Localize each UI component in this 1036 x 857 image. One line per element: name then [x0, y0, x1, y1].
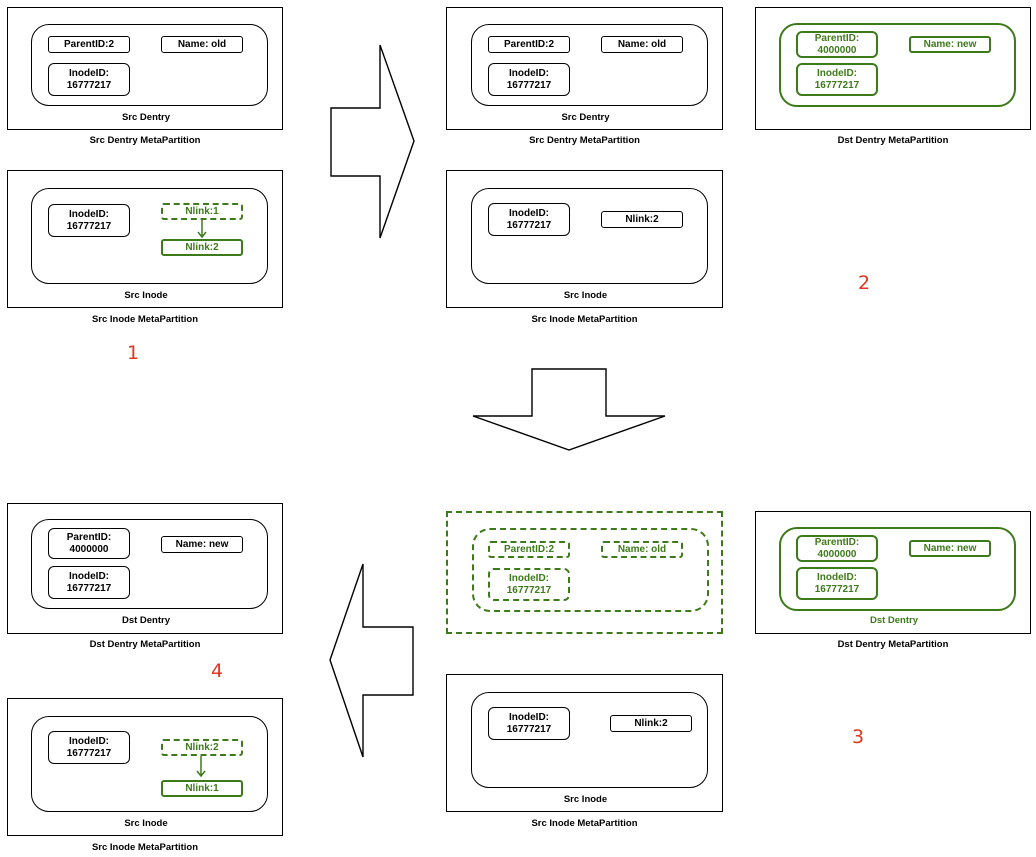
src-dentry-mp-label: Src Dentry MetaPartition [89, 135, 201, 146]
parent-id-field: ParentID:2 [48, 36, 130, 53]
big-left-arrow [329, 563, 414, 758]
name-new-field: Name: new [909, 540, 991, 557]
nlink-old-field: Nlink:1 [161, 203, 243, 220]
parent-id-new-field: ParentID: 4000000 [796, 535, 878, 562]
src-dentry-label: Src Dentry [561, 112, 610, 123]
dst-dentry-label: Dst Dentry [121, 615, 171, 626]
src-inode-mp-label: Src Inode MetaPartition [91, 842, 199, 853]
inode-id-new-field: InodeID: 16777217 [796, 63, 878, 96]
src-inode-mp-label: Src Inode MetaPartition [531, 314, 638, 325]
nlink-field: Nlink:2 [601, 211, 683, 228]
nlink-new-field: Nlink:1 [161, 780, 243, 797]
nlink-increment-arrow [197, 220, 207, 239]
src-inode-metapartition-3: InodeID: 16777217 Nlink:2 Src Inode [446, 674, 723, 812]
parent-id-field: ParentID:2 [488, 36, 570, 53]
src-dentry-deleted-area: ParentID:2 Name: old InodeID: 16777217 [446, 511, 723, 634]
nlink-field: Nlink:2 [610, 715, 692, 732]
nlink-decrement-arrow [196, 756, 206, 778]
src-dentry-metapartition-2: ParentID:2 Name: old InodeID: 16777217 S… [446, 7, 723, 130]
dst-dentry-metapartition-2: ParentID: 4000000 Name: new InodeID: 167… [755, 7, 1031, 130]
inode-id-field: InodeID: 16777217 [488, 203, 570, 236]
dst-dentry-metapartition-3: ParentID: 4000000 Name: new InodeID: 167… [755, 511, 1031, 634]
src-inode-2 [471, 188, 708, 284]
inode-id-field: InodeID: 16777217 [488, 63, 570, 96]
dst-dentry-4 [31, 519, 268, 609]
parent-id-new-field: ParentID: 4000000 [796, 31, 878, 58]
src-inode-mp-label: Src Inode MetaPartition [91, 314, 199, 325]
dst-dentry-metapartition-4: ParentID: 4000000 Name: new InodeID: 167… [7, 503, 283, 634]
inode-id-field: InodeID: 16777217 [488, 707, 570, 740]
parent-id-new-field: ParentID: 4000000 [48, 528, 130, 559]
src-inode-label: Src Inode [563, 794, 608, 805]
src-inode-label: Src Inode [563, 290, 608, 301]
src-inode-3 [471, 692, 708, 788]
step-number-3: 3 [852, 726, 865, 748]
src-inode-metapartition-2: InodeID: 16777217 Nlink:2 Src Inode [446, 170, 723, 308]
src-dentry-2 [471, 24, 708, 106]
src-inode-metapartition-1: InodeID: 16777217 Nlink:1 Nlink:2 Src In… [7, 170, 283, 308]
src-dentry-mp-label: Src Dentry MetaPartition [529, 135, 640, 146]
nlink-old-field: Nlink:2 [161, 739, 243, 756]
src-dentry-label: Src Dentry [121, 112, 171, 123]
src-inode-label: Src Inode [124, 818, 168, 829]
src-inode-4 [31, 716, 268, 812]
step-number-4: 4 [211, 660, 224, 682]
inode-id-field: InodeID: 16777217 [48, 204, 130, 237]
inode-id-new-field: InodeID: 16777217 [796, 567, 878, 600]
name-new-field: Name: new [909, 36, 991, 53]
nlink-new-field: Nlink:2 [161, 239, 243, 256]
step-number-1: 1 [127, 342, 140, 364]
dst-dentry-new [779, 23, 1016, 107]
name-field: Name: old [601, 36, 683, 53]
inode-id-field: InodeID: 16777217 [48, 63, 130, 96]
dst-dentry-mp-label: Dst Dentry MetaPartition [837, 135, 949, 146]
src-inode-metapartition-4: InodeID: 16777217 Nlink:2 Nlink:1 Src In… [7, 698, 283, 836]
src-inode-label: Src Inode [124, 290, 168, 301]
big-right-arrow [330, 44, 415, 239]
dst-dentry-mp-label: Dst Dentry MetaPartition [837, 639, 949, 650]
big-down-arrow [472, 368, 666, 451]
inode-id-field: InodeID: 16777217 [48, 566, 130, 599]
src-dentry-metapartition-1: ParentID:2 Name: old InodeID: 16777217 S… [7, 7, 283, 130]
src-dentry-1 [31, 24, 268, 106]
name-field-deleted: Name: old [601, 541, 683, 558]
step-number-2: 2 [858, 272, 871, 294]
dst-dentry-3 [779, 527, 1016, 611]
src-dentry-deleted [472, 528, 709, 612]
src-inode-mp-label: Src Inode MetaPartition [531, 818, 638, 829]
inode-id-field: InodeID: 16777217 [48, 731, 130, 764]
dst-dentry-mp-label: Dst Dentry MetaPartition [89, 639, 201, 650]
parent-id-field-deleted: ParentID:2 [488, 541, 570, 558]
dst-dentry-label: Dst Dentry [869, 615, 919, 626]
name-field: Name: old [161, 36, 243, 53]
src-inode-1 [31, 188, 268, 284]
name-new-field: Name: new [161, 536, 243, 553]
inode-id-field-deleted: InodeID: 16777217 [488, 568, 570, 601]
